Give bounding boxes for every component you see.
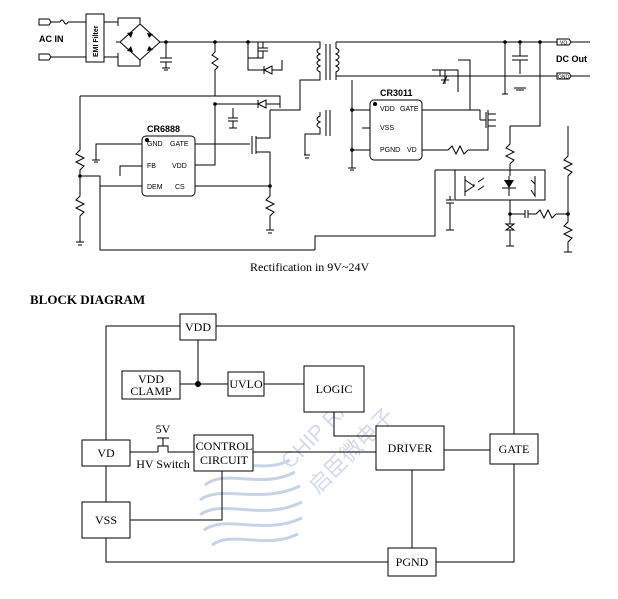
emi-filter-label: EMI Filter xyxy=(93,25,100,57)
cr6888-pin-fb: FB xyxy=(147,163,156,170)
vd-block xyxy=(81,439,131,467)
logic-label: LOGIC xyxy=(316,382,353,396)
driver-block xyxy=(375,425,445,471)
cr3011-pin-vd: VD xyxy=(407,147,417,154)
hv-switch-symbol xyxy=(130,437,194,453)
vdd-wires xyxy=(180,340,304,385)
ac-terminal-l xyxy=(38,18,52,26)
driver-label: DRIVER xyxy=(388,441,433,455)
cr6888-pin-gnd: GND xyxy=(147,141,163,148)
snubber-diode xyxy=(258,60,283,75)
gnd-out-label: GND xyxy=(558,75,570,81)
block-diagram-title: BLOCK DIAGRAM xyxy=(30,292,145,307)
cr6888-pin-gate: GATE xyxy=(170,141,189,148)
fuse-symbol xyxy=(59,19,69,25)
vd-label: VD xyxy=(97,446,115,460)
vss-label: VSS xyxy=(95,513,117,527)
gnd-terminal xyxy=(556,72,572,80)
logic-to-driver xyxy=(333,412,376,437)
vss-to-control xyxy=(130,471,223,521)
cr3011-pin-vss: VSS xyxy=(380,125,394,132)
snubber-cap xyxy=(258,42,268,59)
control-circuit-block xyxy=(193,434,254,472)
output-capacitor xyxy=(512,42,528,91)
emi-filter-box xyxy=(85,13,105,63)
five-volt-label: 5V xyxy=(156,422,171,436)
filter-out-wires xyxy=(104,21,119,58)
primary-control xyxy=(74,95,315,251)
vdd-clamp-label-2: CLAMP xyxy=(130,384,172,398)
gate-block xyxy=(489,433,539,465)
control-label-2: CIRCUIT xyxy=(200,453,249,467)
cr6888-pin-dem: DEM xyxy=(147,184,163,191)
bulk-capacitor xyxy=(160,42,172,71)
pgnd-block xyxy=(387,547,437,577)
optocoupler xyxy=(454,169,546,201)
startup-resistor xyxy=(211,42,219,96)
vo-label: VO xyxy=(560,41,567,47)
cr3011-body xyxy=(369,99,423,161)
vdd-label: VDD xyxy=(185,320,211,334)
dc-out-label: DC Out xyxy=(556,54,587,64)
cr6888-chip: CR6888 GND FB DEM GATE VDD CS xyxy=(141,124,196,197)
transformer xyxy=(282,41,340,159)
feedback-section xyxy=(314,126,574,253)
cr3011-pin-gate: GATE xyxy=(400,106,419,113)
vo-terminal xyxy=(556,38,572,46)
bridge-rectifier xyxy=(116,17,167,67)
gate-label: GATE xyxy=(499,442,530,456)
cr3011-name: CR3011 xyxy=(380,88,413,98)
cr3011-pin-vdd: VDD xyxy=(380,106,395,113)
ac-input-section: AC IN EMI Filter xyxy=(38,13,119,63)
logic-block xyxy=(303,365,365,413)
vdd-junction xyxy=(195,381,201,387)
vdd-block xyxy=(179,313,217,341)
cr6888-pin-cs: CS xyxy=(175,184,185,191)
cr6888-pin-vdd: VDD xyxy=(172,163,187,170)
cr3011-pin-pgnd: PGND xyxy=(380,147,400,154)
sync-mosfet-upper xyxy=(441,70,449,85)
cr3011-chip: CR3011 VDD VSS PGND GATE VD xyxy=(348,88,489,171)
control-label-1: CONTROL xyxy=(196,439,253,453)
dc-bus xyxy=(160,40,320,96)
vdd-clamp-label-1: VDD xyxy=(138,372,164,386)
sync-mosfet xyxy=(480,110,496,130)
secondary-side: VO GND DC Out xyxy=(336,38,590,130)
vss-block xyxy=(81,501,131,539)
uvlo-block xyxy=(227,371,265,397)
hv-switch-label: HV Switch xyxy=(136,457,189,471)
ac-terminal-n xyxy=(38,53,52,61)
application-schematic: AC IN EMI Filter xyxy=(38,13,590,274)
pgnd-label: PGND xyxy=(396,555,429,569)
outer-bus xyxy=(105,325,515,563)
cr6888-body xyxy=(141,135,196,197)
uvlo-label: UVLO xyxy=(229,377,263,391)
cr6888-name: CR6888 xyxy=(147,124,180,134)
schematic-caption: Rectification in 9V~24V xyxy=(250,260,369,274)
ac-input-wires xyxy=(51,21,86,58)
block-diagram-section: BLOCK DIAGRAM CHIP RAIL 启臣微电子 VDD VDD CL… xyxy=(30,292,539,577)
ac-in-label: AC IN xyxy=(39,34,64,44)
vdd-clamp-block xyxy=(121,370,181,400)
